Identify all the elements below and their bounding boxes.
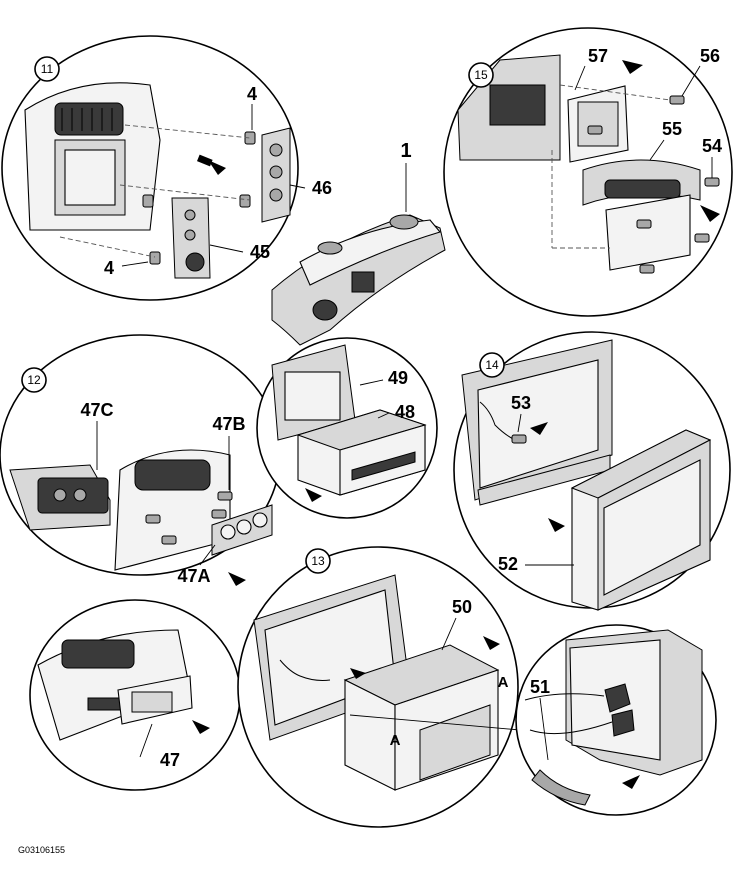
view-51: 51 bbox=[515, 624, 717, 816]
part-label: 51 bbox=[530, 677, 550, 697]
figure-code: G03106155 bbox=[18, 845, 65, 855]
part-label: 1 bbox=[400, 140, 411, 162]
part-label: 49 bbox=[388, 368, 408, 388]
view-dash: 1 bbox=[271, 140, 446, 346]
part-label: 54 bbox=[702, 136, 722, 156]
view-14: 14 53 52 bbox=[453, 331, 731, 611]
step-number: 14 bbox=[485, 358, 499, 372]
view-15: 15 57 56 55 54 bbox=[443, 27, 733, 317]
part-label: 56 bbox=[700, 46, 720, 66]
step-number: 13 bbox=[311, 554, 325, 568]
part-label: 57 bbox=[588, 46, 608, 66]
step-number: 15 bbox=[474, 68, 488, 82]
part-label: 52 bbox=[498, 554, 518, 574]
part-label: 47B bbox=[212, 414, 245, 434]
part-label: 53 bbox=[511, 393, 531, 413]
step-number: 12 bbox=[27, 373, 41, 387]
part-label: A bbox=[498, 674, 509, 691]
view-11: 11 4 46 45 4 bbox=[1, 35, 332, 301]
part-label: 55 bbox=[662, 119, 682, 139]
part-label: 4 bbox=[104, 258, 114, 278]
view-radio: 49 48 bbox=[256, 337, 438, 519]
view-13: 13 50 A A bbox=[237, 546, 521, 828]
part-label: 50 bbox=[452, 597, 472, 617]
part-label: 47A bbox=[177, 566, 210, 586]
part-label: 48 bbox=[395, 402, 415, 422]
part-label: 47C bbox=[80, 400, 113, 420]
part-label: 45 bbox=[250, 242, 270, 262]
view-47: 47 bbox=[29, 599, 241, 791]
view-12: 12 47C 47B 47A bbox=[0, 334, 281, 586]
part-label: 47 bbox=[160, 750, 180, 770]
part-label: 4 bbox=[247, 84, 257, 104]
part-label: 46 bbox=[312, 178, 332, 198]
part-label: A bbox=[390, 732, 401, 749]
step-number: 11 bbox=[41, 62, 54, 76]
